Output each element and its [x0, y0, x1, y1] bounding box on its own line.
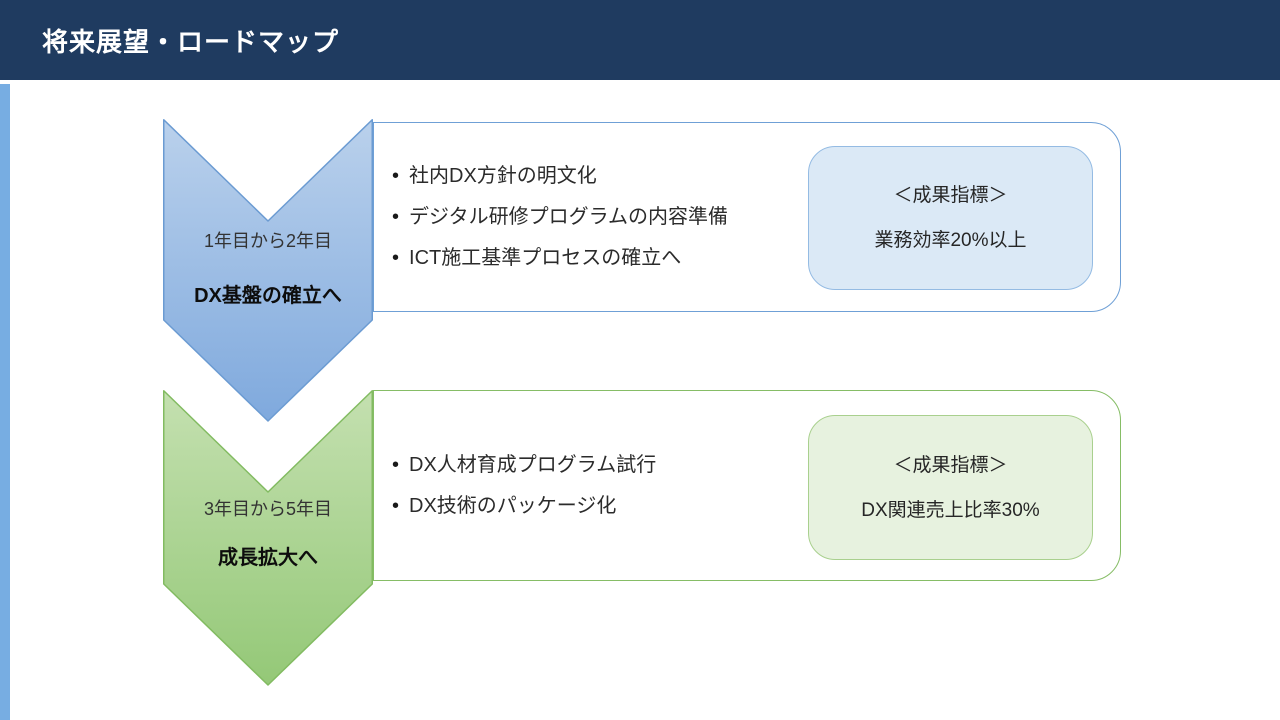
bullet-text: ICT施工基準プロセスの確立へ — [409, 246, 682, 269]
phase-1-bullet-list: • 社内DX方針の明文化 • デジタル研修プログラムの内容準備 • ICT施工基… — [392, 123, 812, 311]
phase-1-kpi-box: ＜成果指標＞ 業務効率20%以上 — [808, 146, 1093, 290]
kpi-target: DX関連売上比率30% — [861, 499, 1040, 521]
bullet-item: • DX人材育成プログラム試行 — [392, 453, 812, 478]
bullet-icon: • — [392, 165, 400, 187]
page-title: 将来展望・ロードマップ — [42, 26, 340, 57]
chevron-down-shape-blue — [163, 119, 373, 422]
bullet-text: DX技術のパッケージ化 — [409, 494, 617, 517]
bullet-item: • DX技術のパッケージ化 — [392, 494, 812, 519]
chevron-down-shape-green — [163, 390, 373, 686]
kpi-target: 業務効率20%以上 — [874, 230, 1027, 251]
phase-1-chevron — [163, 119, 373, 422]
bullet-icon: • — [392, 206, 400, 228]
bullet-text: 社内DX方針の明文化 — [409, 164, 597, 187]
phase-2-period: 3年目から5年目 — [203, 499, 333, 519]
bullet-item: • 社内DX方針の明文化 — [392, 164, 812, 189]
bullet-text: DX人材育成プログラム試行 — [409, 453, 657, 476]
bullet-icon: • — [392, 247, 400, 269]
bullet-icon: • — [392, 495, 400, 517]
phase-1-goal: DX基盤の確立へ — [194, 285, 342, 307]
left-accent-strip — [0, 84, 10, 720]
phase-2-chevron — [163, 390, 373, 686]
kpi-heading: ＜成果指標＞ — [893, 454, 1008, 476]
bullet-icon: • — [392, 454, 400, 476]
slide-header: 将来展望・ロードマップ — [0, 0, 1280, 80]
phase-2-kpi-box: ＜成果指標＞ DX関連売上比率30% — [808, 415, 1093, 560]
phase-2-goal: 成長拡大へ — [218, 547, 318, 569]
bullet-item: • デジタル研修プログラムの内容準備 — [392, 205, 812, 230]
bullet-text: デジタル研修プログラムの内容準備 — [409, 205, 729, 228]
bullet-item: • ICT施工基準プロセスの確立へ — [392, 246, 812, 271]
kpi-heading: ＜成果指標＞ — [893, 185, 1008, 206]
phase-1-period: 1年目から2年目 — [203, 231, 333, 251]
phase-2-bullet-list: • DX人材育成プログラム試行 • DX技術のパッケージ化 — [392, 391, 812, 580]
